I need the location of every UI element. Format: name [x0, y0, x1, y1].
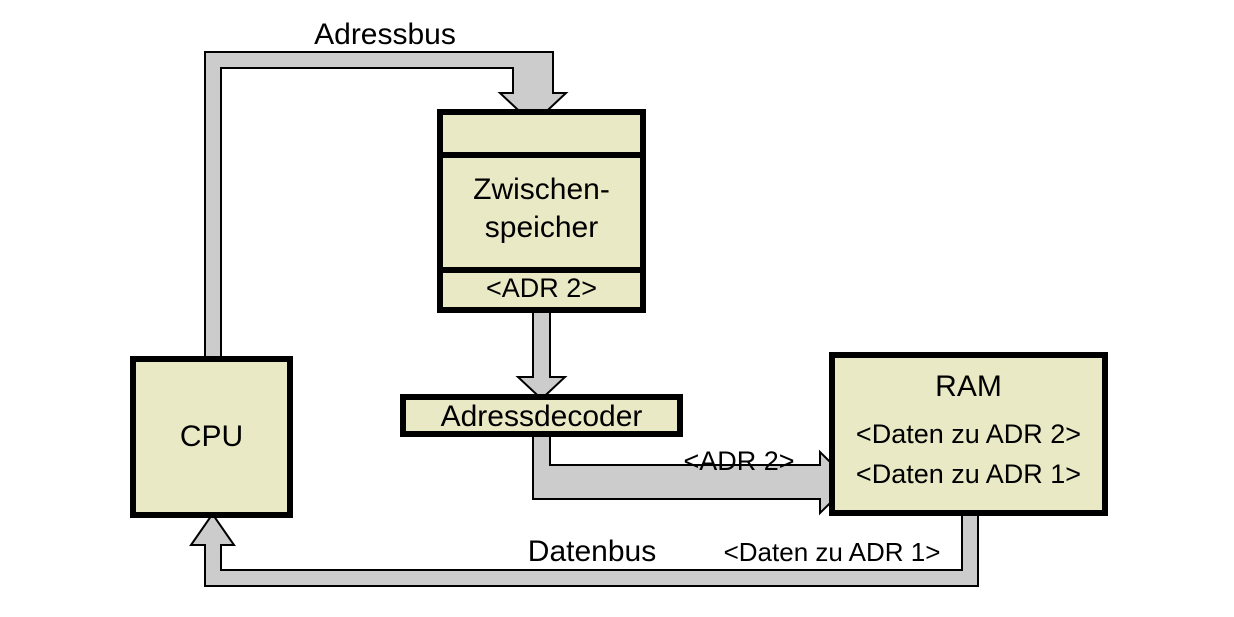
ram-node[interactable]: RAM <Daten zu ADR 2> <Daten zu ADR 1>: [829, 352, 1108, 516]
zwischenspeicher-label-line1: Zwischen-: [473, 173, 610, 206]
datenbus-payload-label: <Daten zu ADR 1>: [724, 537, 941, 567]
ram-row-2: <Daten zu ADR 1>: [856, 459, 1081, 489]
adressbus-path: [204, 51, 569, 360]
zwischenspeicher-box[interactable]: [437, 109, 646, 313]
adressbus-connector: [204, 51, 569, 360]
decoder-to-ram-label: <ADR 2>: [683, 446, 794, 476]
adressdecoder-label: Adressdecoder: [441, 400, 643, 433]
ram-row-1: <Daten zu ADR 2>: [856, 419, 1081, 449]
ram-box[interactable]: [829, 352, 1108, 516]
adressdecoder-box[interactable]: [400, 394, 683, 437]
cpu-node[interactable]: CPU: [130, 356, 293, 518]
zwischenspeicher-bottom-cell: <ADR 2>: [486, 273, 597, 303]
zwischenspeicher-node[interactable]: Zwischen- speicher <ADR 2>: [437, 109, 646, 313]
adressbus-label: Adressbus: [314, 18, 456, 51]
zwischenspeicher-label-line2: speicher: [485, 211, 598, 244]
ram-title: RAM: [935, 370, 1002, 403]
zwischenspeicher-to-decoder-arrow: [515, 307, 568, 401]
cpu-box[interactable]: [130, 356, 293, 518]
datenbus-connector: [189, 512, 979, 587]
decoder-feed-arrow: [515, 307, 568, 401]
cpu-label: CPU: [180, 420, 243, 453]
datenbus-path: [189, 512, 979, 587]
datenbus-label: Datenbus: [528, 535, 656, 568]
adressdecoder-node[interactable]: Adressdecoder: [400, 394, 683, 437]
